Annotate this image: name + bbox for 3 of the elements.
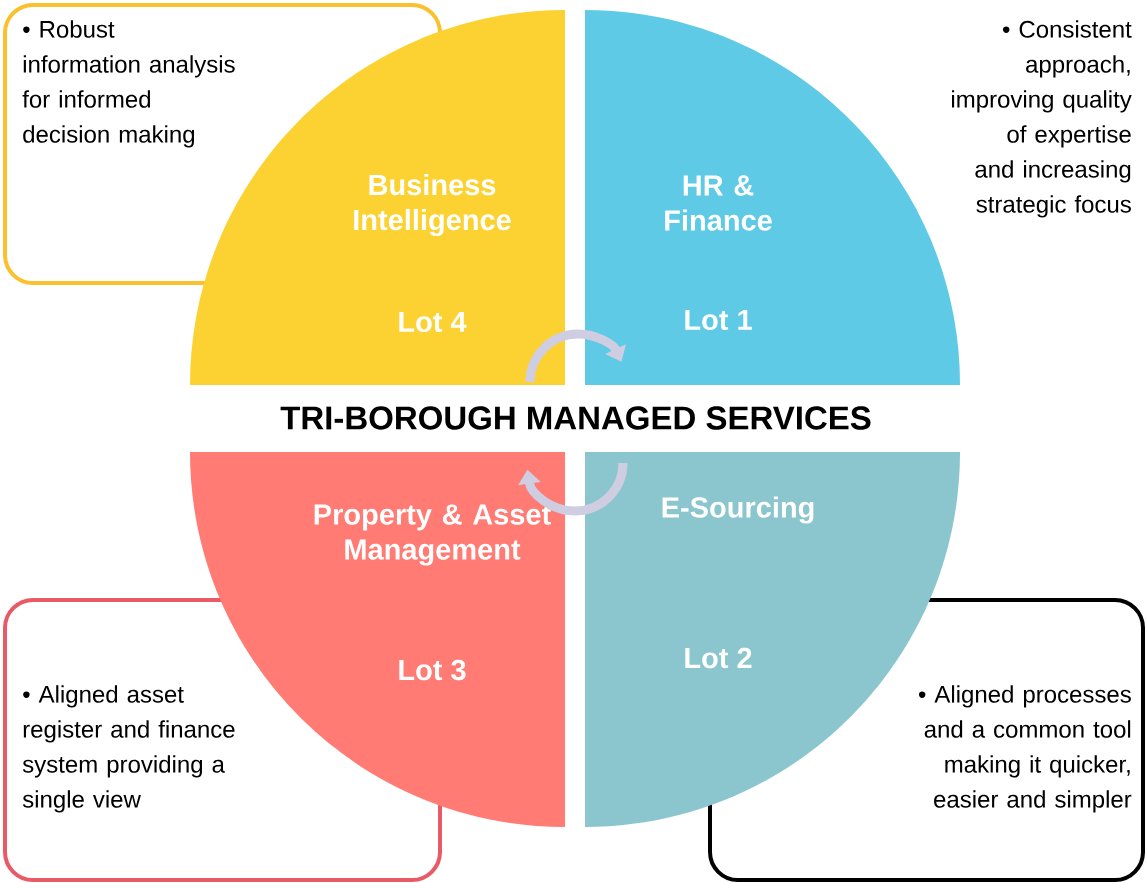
curved-arrow [518, 462, 628, 516]
curved-arrow [525, 329, 626, 383]
title: TRI-BOROUGH MANAGED SERVICES [280, 406, 871, 430]
